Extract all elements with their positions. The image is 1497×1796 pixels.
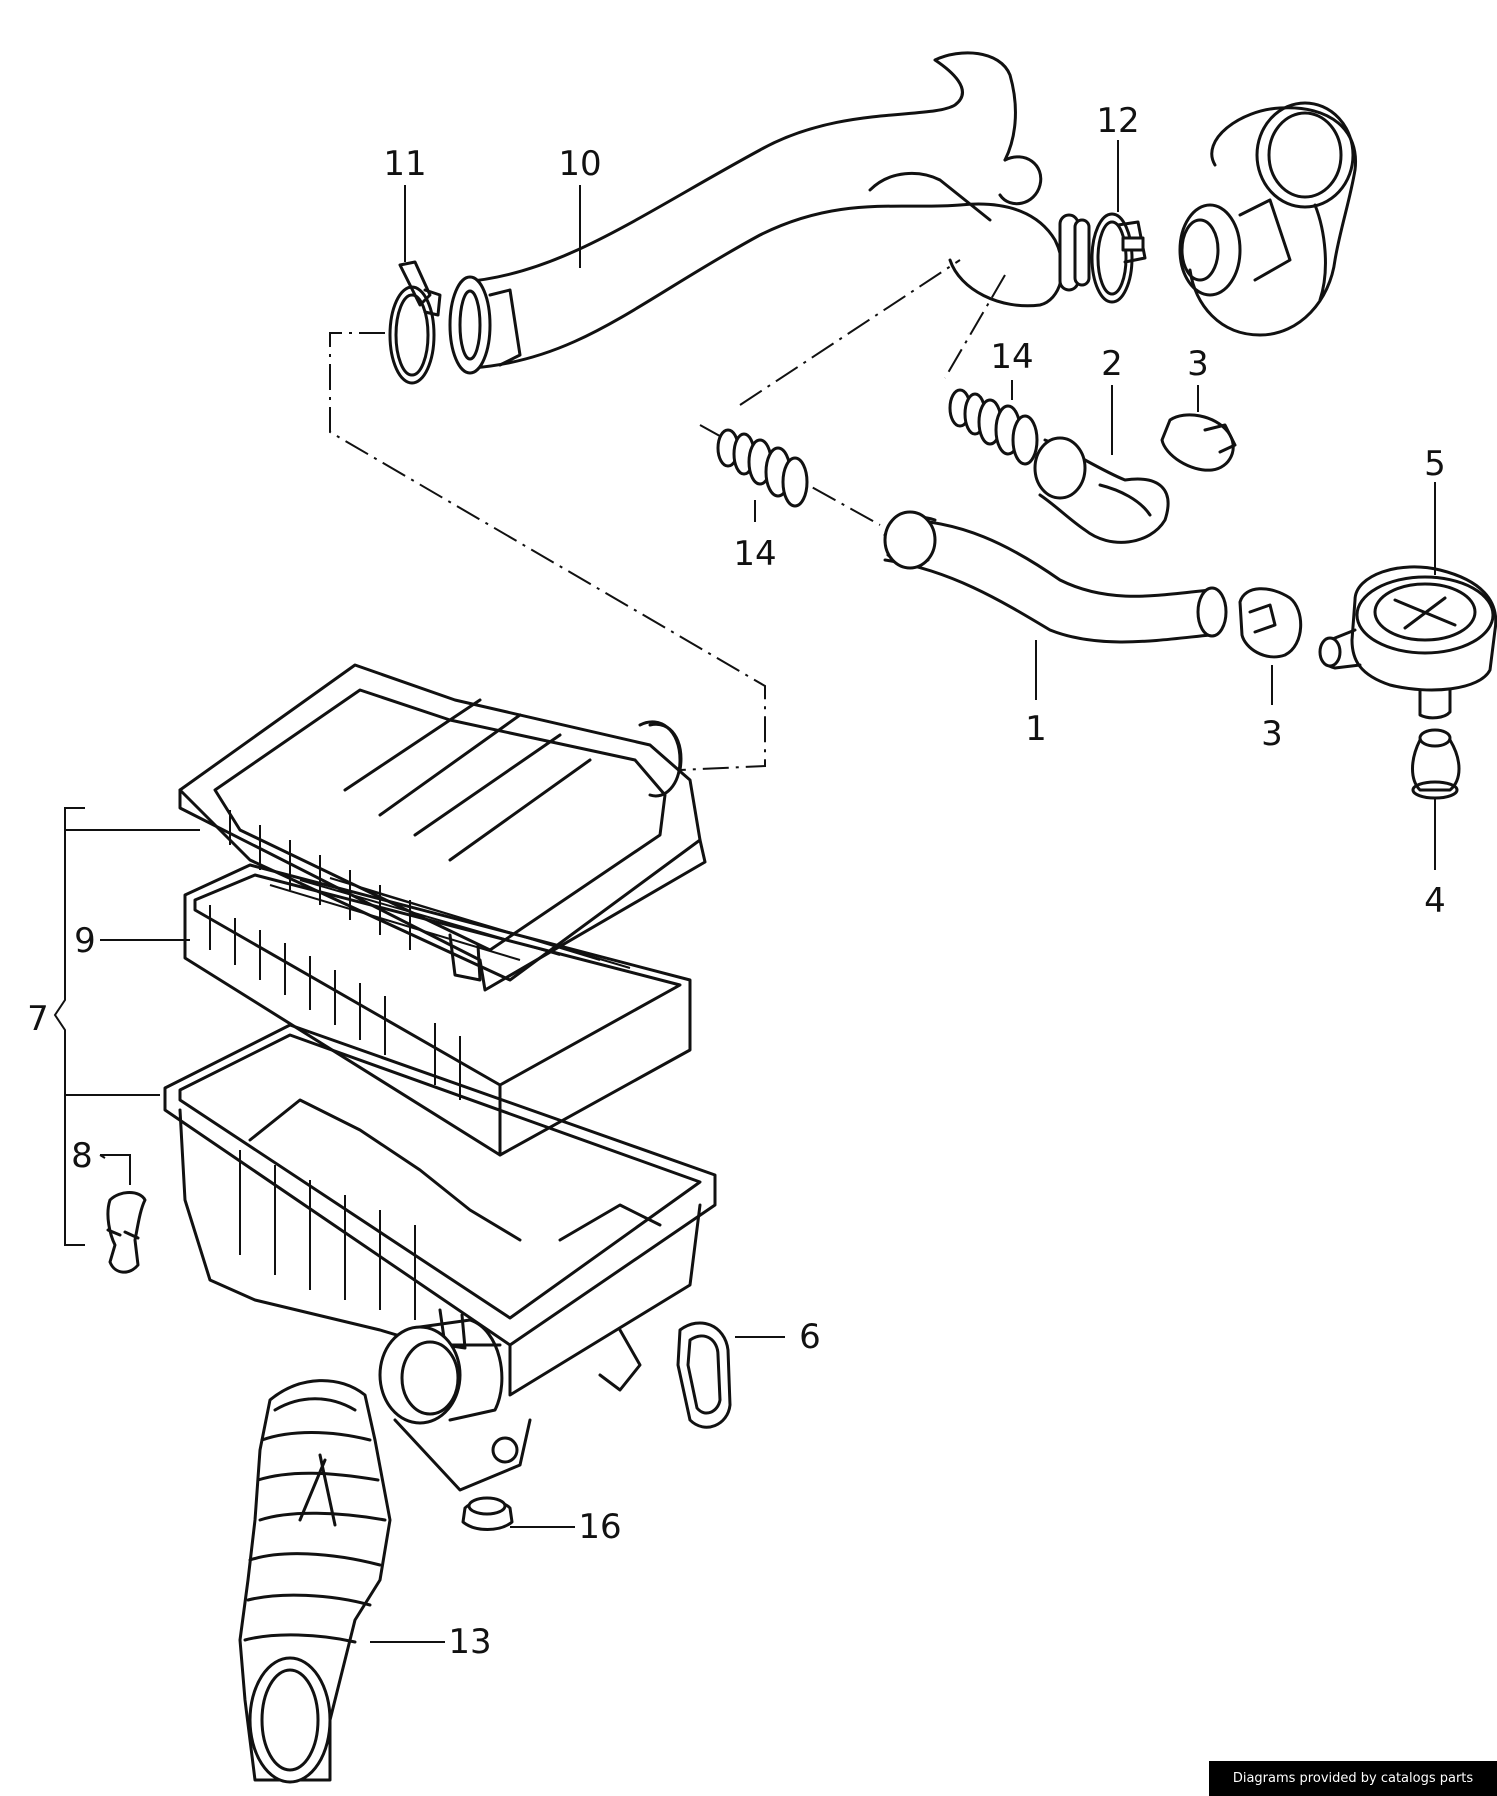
callout-labels: 11 10 12 14 2 3 14 1 3 5 4 9 7 8 6 16 13 bbox=[27, 101, 1446, 1662]
filter-element-part-9 bbox=[183, 863, 692, 1157]
callout-11: 11 bbox=[383, 144, 426, 184]
callout-5: 5 bbox=[1424, 444, 1446, 484]
grommet-part-4 bbox=[1411, 728, 1461, 800]
callout-16: 16 bbox=[578, 1507, 621, 1547]
hose-clamp-part-12 bbox=[1090, 212, 1147, 304]
callout-8: 8 bbox=[71, 1136, 93, 1176]
callout-14-upper: 14 bbox=[990, 337, 1033, 377]
callout-1: 1 bbox=[1025, 709, 1047, 749]
elbow-hose-part-2 bbox=[1033, 436, 1170, 544]
callout-12: 12 bbox=[1096, 101, 1139, 141]
callout-13: 13 bbox=[448, 1622, 491, 1662]
air-filter-housing-top bbox=[178, 663, 707, 992]
hose-clamp-part-11 bbox=[388, 260, 442, 385]
breather-fitting-part-14-upper bbox=[948, 388, 1039, 466]
breather-fitting-part-14-lower bbox=[716, 428, 809, 508]
hose-clamp-part-3-upper bbox=[1160, 413, 1237, 472]
callout-4: 4 bbox=[1424, 881, 1446, 921]
intake-hose-part-10 bbox=[448, 51, 1091, 375]
attribution-footer: Diagrams provided by catalogs parts bbox=[1209, 1761, 1497, 1796]
turbocharger bbox=[1178, 101, 1358, 337]
callout-3-lower: 3 bbox=[1261, 714, 1283, 754]
inlet-duct-part-13 bbox=[238, 1379, 392, 1784]
callout-3-upper: 3 bbox=[1187, 344, 1209, 384]
callout-9: 9 bbox=[74, 921, 96, 961]
callout-14-lower: 14 bbox=[733, 534, 776, 574]
callout-2: 2 bbox=[1101, 344, 1123, 384]
callout-10: 10 bbox=[558, 144, 601, 184]
leader-lines bbox=[53, 140, 1436, 1643]
gasket-part-6 bbox=[676, 1321, 732, 1429]
bracket-part-8 bbox=[106, 1191, 147, 1274]
callout-6: 6 bbox=[799, 1317, 821, 1357]
breather-hose-part-1 bbox=[883, 510, 1228, 644]
hose-clamp-part-3-lower bbox=[1238, 587, 1303, 659]
rubber-mount-part-16 bbox=[461, 1496, 514, 1531]
callout-7: 7 bbox=[27, 999, 49, 1039]
pressure-valve-part-5 bbox=[1318, 565, 1497, 720]
housing-outlet bbox=[378, 1318, 642, 1492]
